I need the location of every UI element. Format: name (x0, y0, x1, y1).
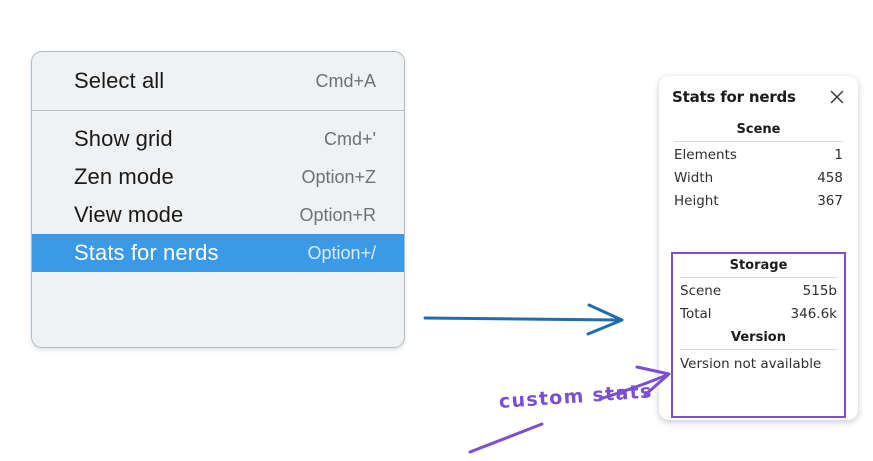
storage-section: Storage Scene 515b Total 346.6k (678, 254, 839, 326)
section-rule (680, 348, 837, 350)
scene-section: Scene Elements 1 Width 458 Height 367 (672, 118, 845, 213)
stat-value: 346.6k (790, 305, 837, 322)
stat-value: 1 (834, 147, 843, 163)
section-rule (674, 141, 843, 142)
menu-item-show-grid[interactable]: Show grid Cmd+' (32, 120, 404, 158)
stat-key: Elements (674, 147, 737, 163)
menu-divider (32, 110, 404, 111)
stat-row: Height 367 (672, 190, 845, 213)
stat-key: Width (674, 169, 714, 186)
storage-section-heading: Storage (729, 258, 788, 273)
custom-stats-annotation-label: custom stats (498, 380, 654, 413)
stat-row: Elements 1 (672, 144, 845, 167)
version-section: Version Version not available (678, 326, 839, 376)
menu-item-select-all[interactable]: Select all Cmd+A (32, 62, 404, 100)
stat-value: 458 (817, 169, 843, 186)
menu-item-shortcut: Option+Z (301, 166, 376, 187)
menu-group-top: Select all Cmd+A (32, 52, 404, 110)
menu-item-label: Stats for nerds (74, 240, 219, 265)
purple-underline-annotation (468, 422, 544, 454)
stat-value: 515b (802, 283, 837, 299)
menu-item-label: Zen mode (74, 164, 174, 189)
menu-item-shortcut: Cmd+' (324, 128, 376, 149)
menu-item-label: View mode (74, 202, 184, 227)
stat-key: Height (674, 192, 719, 209)
panel-title: Stats for nerds (672, 88, 796, 106)
close-icon[interactable] (829, 89, 845, 105)
stat-key: Total (680, 305, 712, 322)
custom-stats-highlight-box: Storage Scene 515b Total 346.6k Version … (671, 252, 846, 418)
section-rule (680, 277, 837, 278)
menu-item-zen-mode[interactable]: Zen mode Option+Z (32, 158, 404, 196)
menu-item-shortcut: Cmd+A (315, 70, 376, 91)
stat-row: Scene 515b (678, 280, 839, 303)
blue-arrow-annotation (423, 303, 624, 336)
menu-group-bottom: Show grid Cmd+' Zen mode Option+Z View m… (32, 111, 404, 286)
menu-item-shortcut: Option+R (299, 204, 376, 225)
version-section-heading: Version (731, 329, 786, 345)
stat-key: Scene (680, 283, 722, 299)
context-menu[interactable]: Select all Cmd+A Show grid Cmd+' Zen mod… (31, 51, 405, 348)
menu-item-label: Show grid (74, 126, 173, 151)
menu-item-label: Select all (74, 68, 165, 93)
stat-row: Total 346.6k (678, 303, 839, 326)
scene-section-heading: Scene (736, 122, 781, 137)
menu-item-shortcut: Option+/ (307, 242, 376, 263)
stat-value: 367 (817, 192, 843, 209)
stats-for-nerds-panel: Stats for nerds Scene Elements 1 Width 4… (659, 76, 858, 420)
menu-item-view-mode[interactable]: View mode Option+R (32, 196, 404, 234)
panel-header: Stats for nerds (672, 88, 845, 106)
version-value: Version not available (680, 355, 822, 372)
stat-row: Width 458 (672, 167, 845, 190)
menu-item-stats-for-nerds[interactable]: Stats for nerds Option+/ (32, 234, 404, 272)
